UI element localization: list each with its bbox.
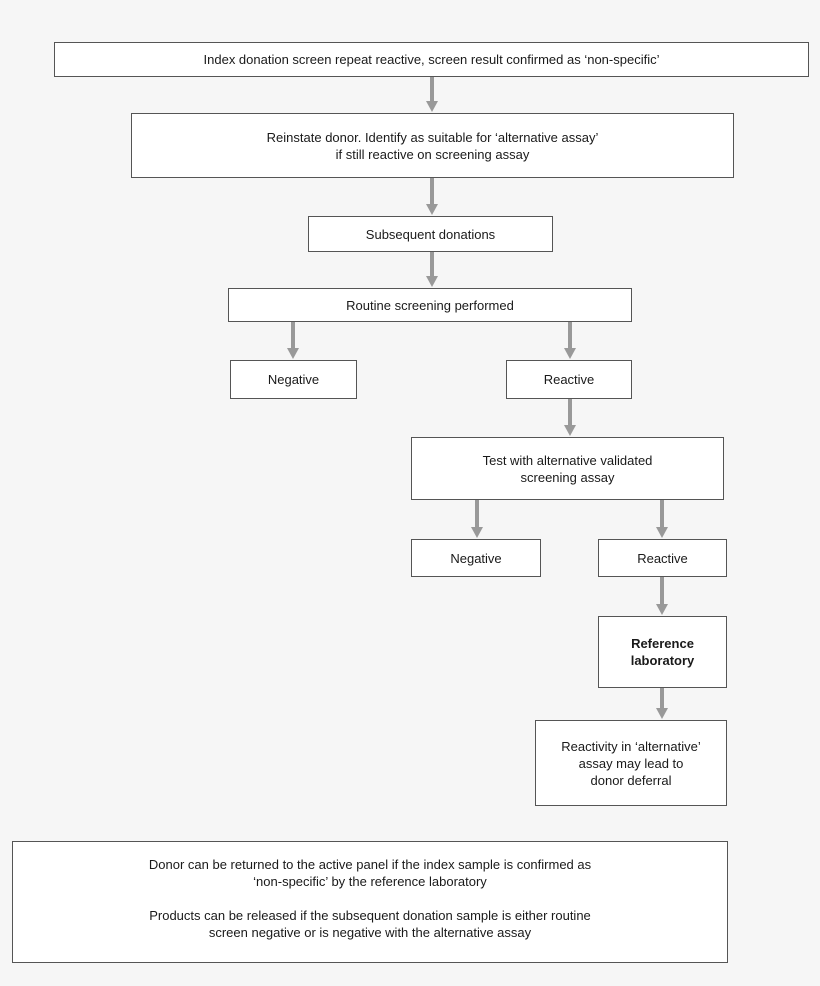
routine-screening-box: Routine screening performed: [228, 288, 632, 322]
reference-text-line1: Reference: [631, 636, 694, 651]
arrowhead: [656, 527, 668, 538]
reinstate-text-line1: Reinstate donor. Identify as suitable fo…: [266, 129, 599, 145]
arrowhead: [426, 101, 438, 112]
negative-result-box-2: Negative: [411, 539, 541, 577]
reinstate-donor-box: Reinstate donor. Identify as suitable fo…: [131, 113, 734, 178]
arrowhead: [426, 204, 438, 215]
negative-text-2: Negative: [450, 550, 502, 566]
reference-laboratory-box: Reference laboratory: [598, 616, 727, 688]
note-release-line2: screen negative or is negative with the …: [208, 925, 532, 940]
reactive-text-1: Reactive: [543, 372, 595, 387]
note-release-line1: Products can be released if the subseque…: [149, 908, 591, 923]
deferral-text-line3: donor deferral: [590, 772, 672, 788]
note-return-line1: Donor can be returned to the active pane…: [148, 857, 592, 872]
reactive-result-box-1: Reactive: [506, 360, 632, 399]
note-return-line2: ‘non-specific’ by the reference laborato…: [253, 874, 487, 889]
alt-assay-text-line2: screening assay: [520, 469, 615, 485]
arrowhead: [656, 604, 668, 615]
alternative-assay-box: Test with alternative validated screenin…: [411, 437, 724, 500]
reinstate-text-line2: if still reactive on screening assay: [335, 146, 530, 162]
deferral-text-line2: assay may lead to: [578, 755, 684, 771]
arrowhead: [564, 348, 576, 359]
arrowhead: [471, 527, 483, 538]
reactive-text-2: Reactive: [637, 550, 688, 566]
donor-deferral-box: Reactivity in ‘alternative’ assay may le…: [535, 720, 727, 806]
arrowhead: [287, 348, 299, 359]
subsequent-donations-text: Subsequent donations: [365, 226, 496, 242]
index-screen-text: Index donation screen repeat reactive, s…: [203, 52, 660, 67]
deferral-text-line1: Reactivity in ‘alternative’: [561, 738, 701, 754]
alt-assay-text-line1: Test with alternative validated: [482, 452, 653, 468]
reference-text-line2: laboratory: [630, 653, 695, 668]
negative-text-1: Negative: [267, 372, 320, 387]
arrowhead: [564, 425, 576, 436]
notes-box: Donor can be returned to the active pane…: [12, 841, 728, 963]
negative-result-box-1: Negative: [230, 360, 357, 399]
subsequent-donations-box: Subsequent donations: [308, 216, 553, 252]
reactive-result-box-2: Reactive: [598, 539, 727, 577]
index-screen-box: Index donation screen repeat reactive, s…: [54, 42, 809, 77]
arrowhead: [426, 276, 438, 287]
routine-screening-text: Routine screening performed: [346, 297, 514, 313]
arrowhead: [656, 708, 668, 719]
